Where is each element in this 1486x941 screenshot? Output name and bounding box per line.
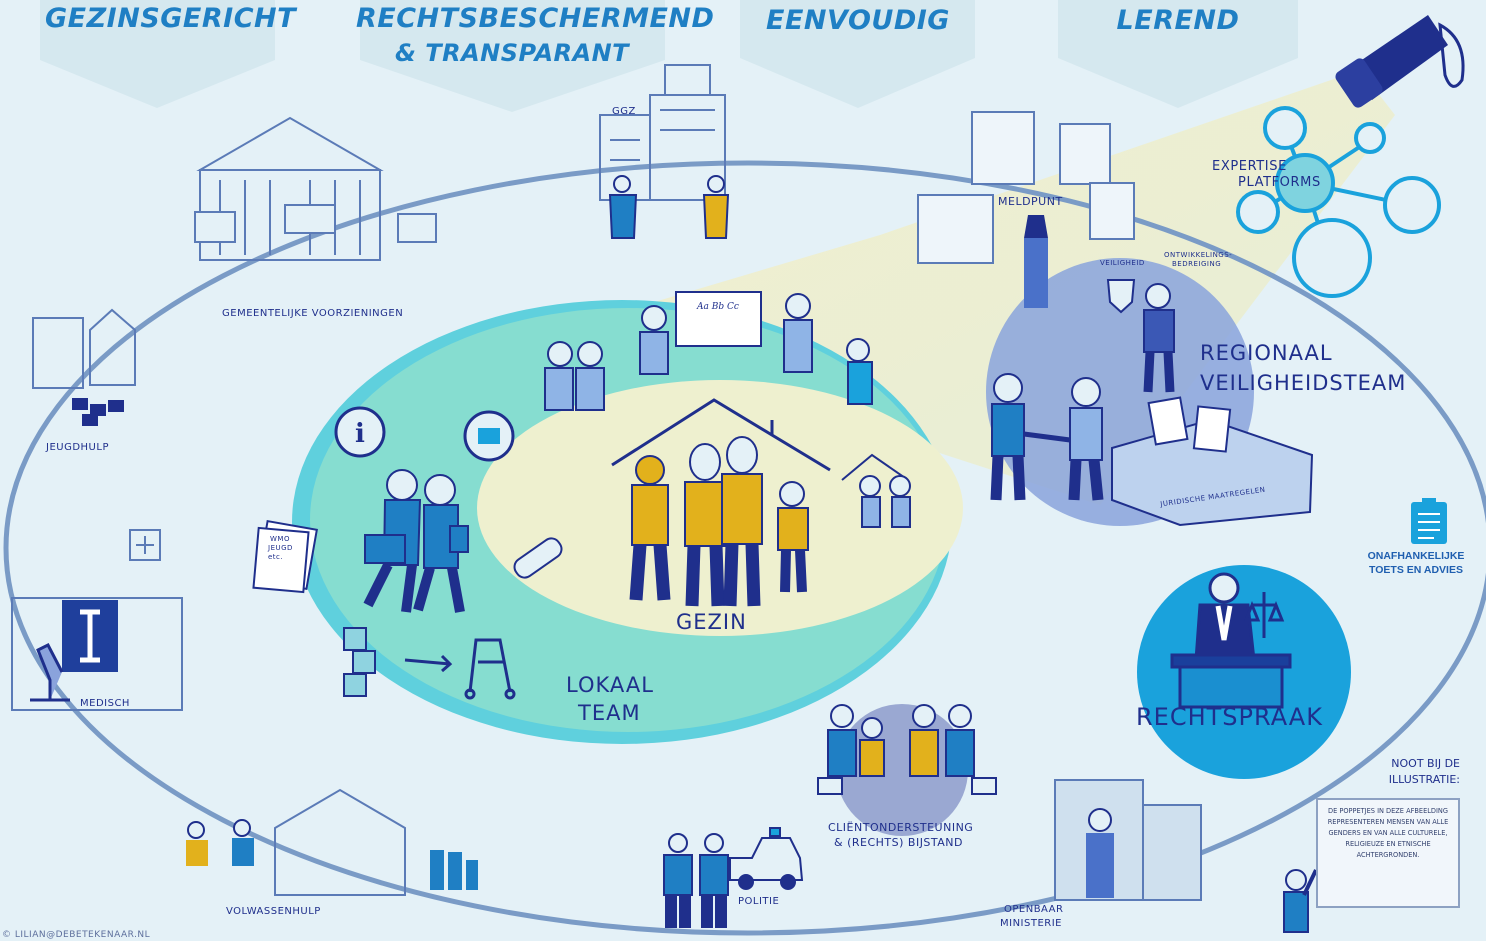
- lokaal-team-workers: [363, 469, 469, 613]
- onafhankelijke-line1: ONAFHANKELIJKE: [1367, 550, 1465, 562]
- label-lokaal-line1: LOKAAL: [566, 673, 654, 697]
- toolbox: [1111, 396, 1314, 527]
- om-figure: [1086, 808, 1114, 898]
- label-regionaal-line1: REGIONAAL: [1200, 341, 1333, 365]
- hospital-building: [11, 529, 183, 711]
- header-gezinsgericht: GEZINSGERICHT: [45, 3, 297, 34]
- police-figures: [663, 833, 729, 928]
- label-politie: POLITIE: [738, 896, 780, 907]
- label-wmo-line2: JEUGD: [268, 544, 293, 552]
- label-gezin: GEZIN: [676, 610, 747, 634]
- label-ontwikkeling-line2: BEDREIGING: [1172, 260, 1222, 268]
- meldpunt-screens: [917, 111, 1135, 264]
- banner-gezinsgericht: [40, 0, 275, 108]
- label-volwassenhulp: VOLWASSENHULP: [226, 906, 321, 917]
- clipboard-icon: [1411, 498, 1447, 544]
- svg-text:i: i: [355, 419, 365, 449]
- onafhankelijke-line2: TOETS EN ADVIES: [1369, 563, 1463, 576]
- puzzle-icon: [463, 410, 515, 462]
- label-rechtspraak: RECHTSPRAAK: [1136, 703, 1323, 731]
- label-openbaar-line1: OPENBAAR: [1004, 904, 1064, 915]
- side-family: [783, 293, 911, 528]
- credit-text: © LILIAN@DEBETEKENAAR.NL: [2, 930, 151, 940]
- label-medisch: MEDISCH: [80, 698, 130, 709]
- banner-lerend: [1058, 0, 1298, 108]
- om-building: [1054, 779, 1202, 901]
- label-lokaal-line2: TEAM: [578, 701, 641, 725]
- header-eenvoudig: EENVOUDIG: [766, 5, 950, 36]
- note-presenter: [1283, 869, 1318, 933]
- schoolboard: [675, 291, 762, 347]
- walker-icon: [404, 638, 516, 700]
- volwassenhulp-house: [274, 788, 406, 896]
- label-meldpunt: MELDPUNT: [998, 195, 1063, 208]
- client-support-people: [817, 704, 997, 795]
- outer-orbit: [3, 160, 1486, 936]
- judge-figure: [1170, 572, 1292, 709]
- header-rechtsbeschermend-line2: & TRANSPARANT: [394, 39, 630, 67]
- expertise-network: [1236, 106, 1441, 298]
- flashlight-icon: [1335, 15, 1465, 108]
- banner-eenvoudig: [740, 0, 975, 108]
- jeugdhulp-puzzle: [72, 398, 124, 426]
- xray-icon: [62, 600, 118, 672]
- label-clientondersteuning-line2: & (RECHTS) BIJSTAND: [834, 836, 964, 849]
- note-body: DE POPPETJES IN DEZE AFBEELDING REPRESEN…: [1316, 798, 1460, 908]
- abc-blocks-icon: [343, 627, 376, 697]
- label-wmo-line3: etc.: [268, 553, 284, 561]
- veiligheid-shield: [1106, 279, 1136, 314]
- label-wmo-line1: WMO: [270, 535, 290, 543]
- onafhankelijke-toets-label: ONAFHANKELIJKE TOETS EN ADVIES: [1356, 550, 1476, 577]
- label-clientondersteuning-line1: CLIËNTONDERSTEUNING: [828, 821, 974, 834]
- gezin-family: [629, 436, 809, 607]
- label-gemeentelijke-voorzieningen: GEMEENTELIJKE VOORZIENINGEN: [222, 308, 404, 319]
- label-noot-line2: ILLUSTRATIE:: [1388, 773, 1460, 786]
- handshake-icon: [990, 373, 1104, 501]
- gemeente-building: [194, 116, 437, 261]
- header-rechtsbeschermend-line1: RECHTSBESCHERMEND: [356, 3, 715, 34]
- label-ggz: GGZ: [612, 106, 636, 117]
- label-openbaar-line2: MINISTERIE: [1000, 918, 1062, 929]
- label-ontwikkeling-line1: ONTWIKKELINGS-: [1164, 251, 1233, 259]
- jeugdhulp-houses: [32, 308, 136, 389]
- label-jeugdhulp: JEUGDHULP: [46, 442, 109, 453]
- gezin-house-outline: [611, 398, 831, 472]
- police-car-icon: [729, 827, 804, 890]
- teacher-figure: [639, 305, 669, 375]
- header-lerend: LEREND: [1116, 5, 1240, 36]
- microscope-icon: [30, 642, 70, 702]
- label-noot-line1: NOOT BIJ DE: [1391, 757, 1460, 770]
- schoolboard-text: Aa Bb Cc: [696, 302, 739, 312]
- plaster-icon: [513, 537, 563, 579]
- header-banners: [40, 0, 1298, 112]
- meldpunt-lighthouse: [1024, 215, 1048, 308]
- label-regionaal-line2: VEILIGHEIDSTEAM: [1200, 371, 1407, 395]
- wmo-folders: [252, 519, 318, 594]
- regional-star-figure: [1143, 283, 1175, 393]
- volwassenhulp-people: [186, 819, 478, 890]
- banner-rechtsbeschermend: [360, 0, 665, 112]
- elderly-couple: [544, 341, 605, 411]
- ggz-people: [608, 175, 730, 239]
- label-expertise-line2: PLATFORMS: [1238, 175, 1321, 190]
- label-veiligheid: VEILIGHEID: [1100, 259, 1145, 267]
- label-expertise-line1: EXPERTISE: [1212, 159, 1287, 174]
- info-icon: i: [334, 406, 386, 458]
